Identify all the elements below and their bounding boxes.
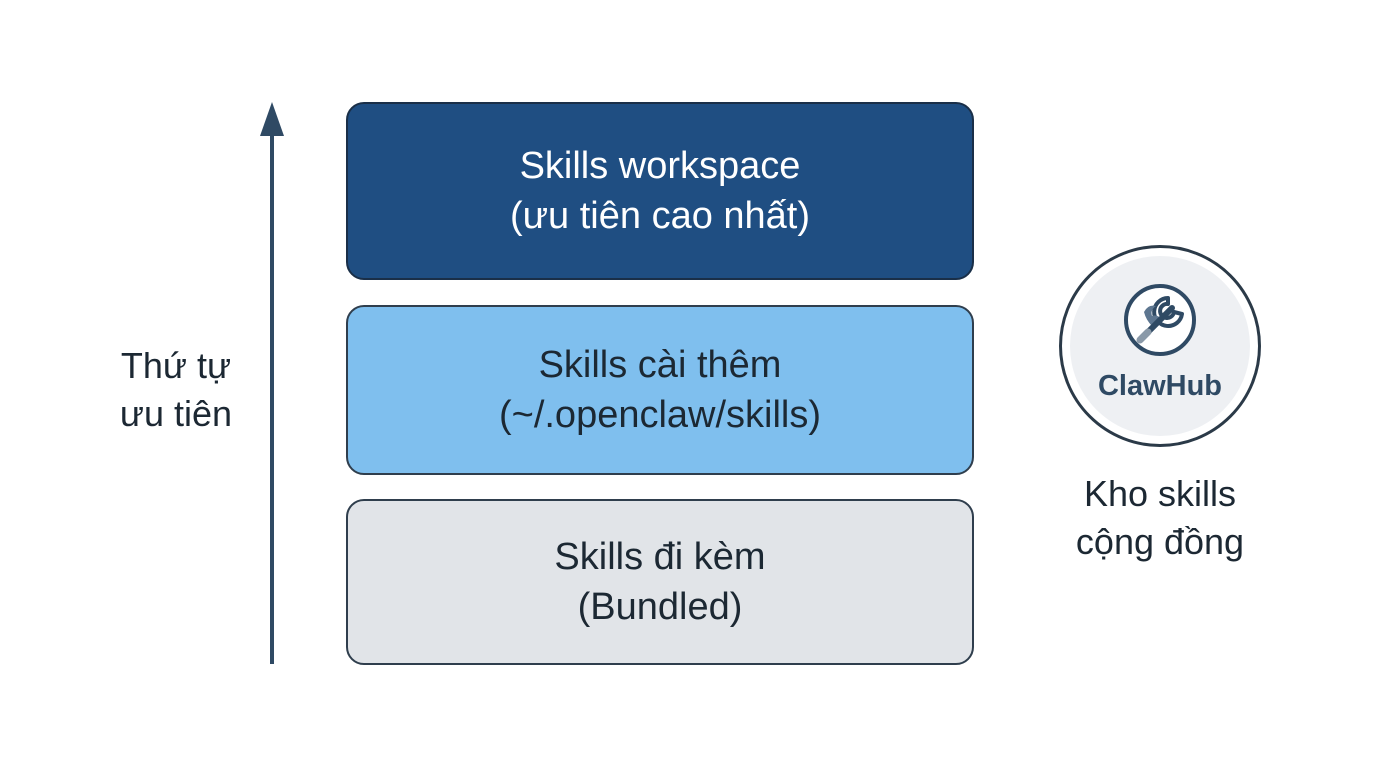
clawhub-caption-line1: Kho skills (1083, 473, 1237, 514)
clawhub-caption: Kho skills cộng đồng (1040, 470, 1280, 566)
clawhub-badge: ClawHub (1059, 245, 1261, 447)
clawhub-caption-line2: cộng đồng (1075, 521, 1245, 562)
tier-bundled-title: Skills đi kèm (554, 536, 766, 578)
tier-bundled-skills: Skills đi kèm (Bundled) (346, 499, 974, 665)
claw-wrench-icon (1124, 284, 1196, 356)
tier-installed-title: Skills cài thêm (538, 344, 782, 386)
priority-axis-label-line2: ưu tiên (119, 393, 233, 434)
tier-installed-subtitle: (~/.openclaw/skills) (498, 394, 822, 436)
priority-axis-label-line1: Thứ tự (120, 345, 232, 386)
tier-workspace-title: Skills workspace (519, 145, 801, 187)
tier-workspace-skills: Skills workspace (ưu tiên cao nhất) (346, 102, 974, 280)
priority-arrow (260, 102, 284, 664)
clawhub-name: ClawHub (1097, 370, 1223, 402)
tier-workspace-subtitle: (ưu tiên cao nhất) (509, 195, 811, 237)
clawhub-badge-inner: ClawHub (1070, 256, 1250, 436)
tier-bundled-subtitle: (Bundled) (577, 586, 743, 628)
priority-axis-label: Thứ tự ưu tiên (96, 342, 256, 438)
tier-installed-skills: Skills cài thêm (~/.openclaw/skills) (346, 305, 974, 475)
